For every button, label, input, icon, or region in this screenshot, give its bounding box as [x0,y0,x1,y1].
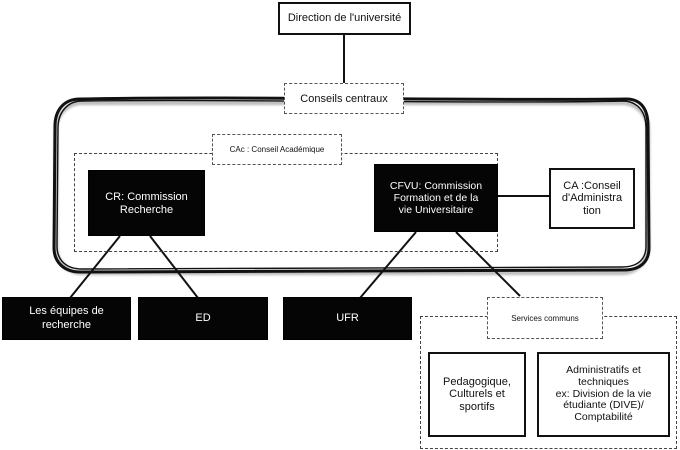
cr-box: CR: Commission Recherche [88,170,205,236]
connector-cr-ed [149,235,199,299]
administratifs-box: Administratifs et techniques ex: Divisio… [537,352,670,437]
cfvu-label: CFVU: Commission Formation et de la vie … [389,179,483,217]
ed-label: ED [195,311,211,324]
connector-cr-equipes [69,235,121,299]
services-communs-label-box: Services communs [487,297,603,339]
cfvu-box: CFVU: Commission Formation et de la vie … [374,164,498,232]
ca-box: CA :Conseil d'Administra tion [549,168,635,229]
conseils-centraux-label: Conseils centraux [300,92,388,105]
equipes-recherche-box: Les équipes de recherche [2,297,131,340]
cac-label-box: CAc : Conseil Académique [212,134,342,165]
ca-label: CA :Conseil d'Administra tion [561,179,623,217]
direction-universite-box: Direction de l'université [278,2,411,35]
ufr-box: UFR [283,297,412,340]
cr-label: CR: Commission Recherche [105,191,188,217]
connector-cfvu-services [455,231,521,297]
pedagogique-box: Pedagogique, Culturels et sportifs [428,352,526,437]
administratifs-label: Administratifs et techniques ex: Divisio… [555,364,652,424]
equipes-recherche-label: Les équipes de recherche [29,305,104,331]
conseils-centraux-label-box: Conseils centraux [284,83,404,114]
pedagogique-label: Pedagogique, Culturels et sportifs [443,375,511,413]
cac-label: CAc : Conseil Académique [229,145,325,154]
ed-box: ED [138,297,268,340]
direction-universite-label: Direction de l'université [287,11,402,24]
services-communs-label: Services communs [511,313,579,323]
connector-cfvu-ufr [359,231,417,299]
ufr-label: UFR [336,311,359,324]
